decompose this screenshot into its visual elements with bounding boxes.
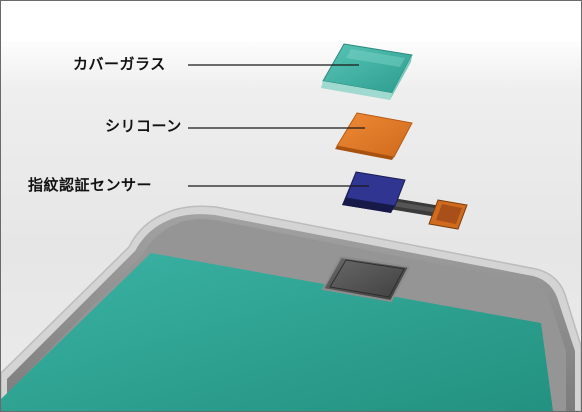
cover-glass — [321, 43, 413, 100]
top-band — [1, 1, 581, 41]
label-fingerprint-sensor: 指紋認証センサー — [28, 177, 153, 194]
label-silicone: シリコーン — [105, 118, 182, 135]
label-cover-glass: カバーガラス — [73, 56, 166, 73]
phone-screen — [1, 253, 553, 411]
flex-connector — [428, 199, 468, 230]
flex-cable — [383, 197, 441, 217]
home-button — [321, 255, 411, 303]
silicone-layer — [335, 112, 413, 160]
fingerprint-sensor-chip — [342, 171, 406, 213]
